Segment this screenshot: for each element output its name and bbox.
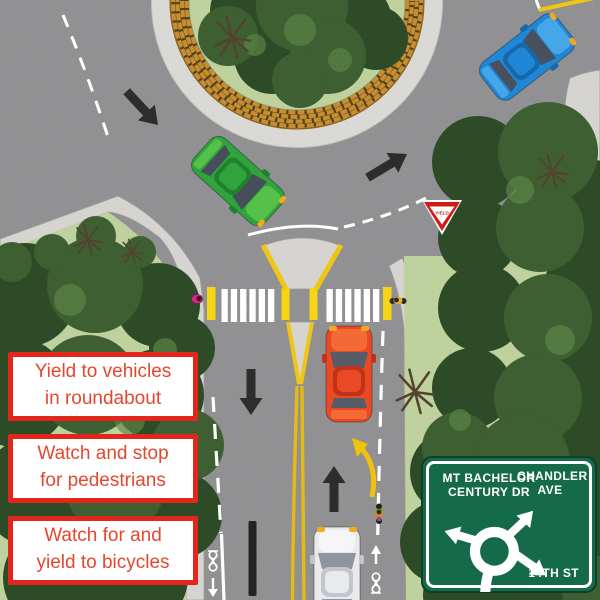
ne-corner-yellow-line [538, 0, 595, 12]
yield-sign: YIELD [422, 200, 462, 235]
double-yellow-left [290, 385, 299, 600]
bike-lane-symbol-right [371, 545, 381, 594]
yield-sign-label: YIELD [435, 211, 449, 216]
crosswalk [207, 287, 392, 322]
cyclist-at-crosswalk [389, 297, 407, 304]
callout-line: Watch and stop [37, 443, 169, 464]
east-exit-dashed-line [343, 194, 431, 229]
callout-line: Yield to vehicles [34, 361, 172, 382]
bike-lane-line-left [211, 396, 223, 534]
callout-line: for pedestrians [40, 469, 166, 491]
red-car [321, 325, 377, 423]
nw-lane-dashed-line [61, 14, 111, 141]
roundabout-symbol [444, 510, 547, 592]
crosswalk-yellow-bars [207, 287, 392, 320]
bike-lane-symbol-left [208, 550, 218, 597]
callout-line: yield to bicycles [36, 551, 170, 573]
yellow-markings [260, 0, 595, 600]
pedestrian [191, 294, 203, 304]
callout-yield-bicycles: Watch for and yield to bicycles [8, 516, 198, 585]
entry-yield-line [247, 224, 339, 237]
callout-yield-to-vehicles: Yield to vehicles in roundabout [8, 352, 198, 421]
cyclist-in-bike-lane [374, 503, 384, 524]
destination-right: CHANDLER AVE [517, 469, 588, 497]
signal-post [248, 521, 257, 596]
callout-watch-pedestrians: Watch and stop for pedestrians [8, 434, 198, 503]
callout-line: in roundabout [44, 387, 162, 409]
white-car [309, 526, 365, 600]
double-yellow-right [300, 385, 306, 600]
destination-left: MT BACHELOR CENTURY DR [442, 471, 536, 499]
callout-line: Watch for and [44, 525, 162, 546]
bike-merge-arrow [352, 438, 377, 498]
guide-sign-panel: MT BACHELOR CENTURY DR CHANDLER AVE 14TH… [426, 461, 592, 592]
guide-sign: MT BACHELOR CENTURY DR CHANDLER AVE 14TH… [421, 456, 597, 593]
